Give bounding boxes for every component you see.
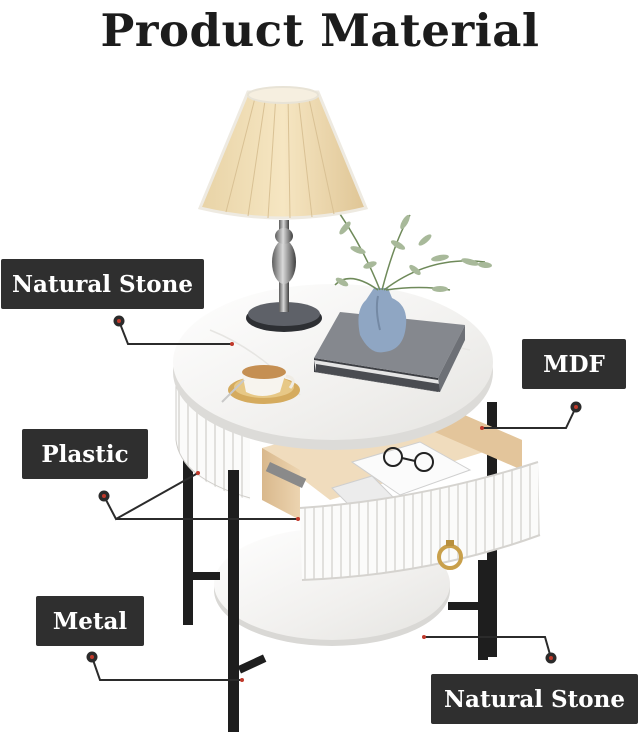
- label-natural-stone-bottom: Natural Stone: [431, 674, 638, 724]
- label-natural-stone-top: Natural Stone: [1, 259, 204, 309]
- label-metal: Metal: [36, 596, 144, 646]
- label-mdf: MDF: [522, 339, 626, 389]
- callout-dots: [86, 315, 582, 682]
- table-lamp: [197, 86, 369, 332]
- open-drawer: [262, 400, 541, 581]
- table-legs-front: [228, 470, 488, 732]
- callout-lines: [91, 320, 577, 681]
- page-title: Product Material: [100, 4, 540, 57]
- coffee-cup: [221, 365, 300, 404]
- label-plastic: Plastic: [22, 429, 148, 479]
